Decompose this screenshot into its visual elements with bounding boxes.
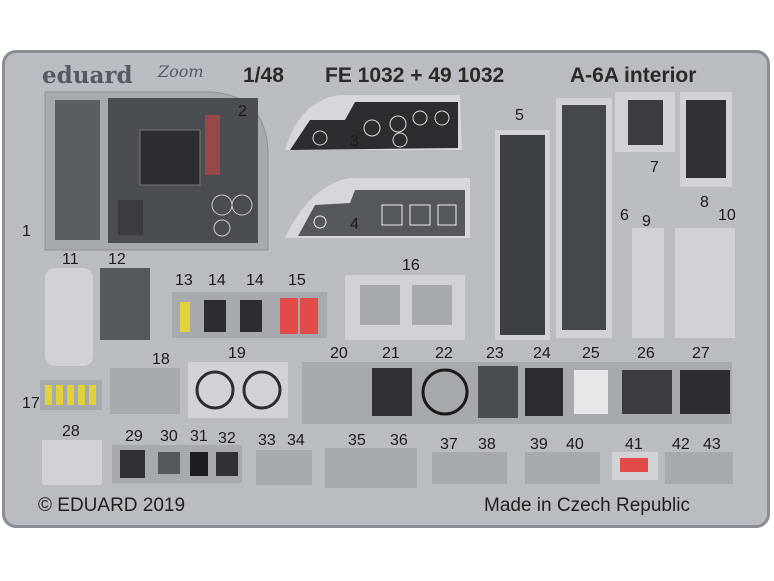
zoom-mark: Zoom xyxy=(158,62,204,81)
part-number-33: 33 xyxy=(258,432,276,449)
part-number-41: 41 xyxy=(625,436,643,453)
part-number-14b: 14 xyxy=(246,272,264,289)
part-number-3: 3 xyxy=(350,133,359,150)
part-number-39: 39 xyxy=(530,436,548,453)
part-37-38 xyxy=(432,452,507,484)
part-number-42: 42 xyxy=(672,436,690,453)
part-42-43 xyxy=(665,452,733,484)
part-9 xyxy=(632,228,664,338)
part-number-13: 13 xyxy=(175,272,193,289)
part-10 xyxy=(675,228,735,338)
part-number-4: 4 xyxy=(350,216,359,233)
product-code: FE 1032 + 49 1032 xyxy=(325,64,505,87)
part-number-31: 31 xyxy=(190,428,208,445)
part-number-6: 6 xyxy=(620,207,629,224)
part-number-43: 43 xyxy=(703,436,721,453)
part-19 xyxy=(188,362,288,418)
part-number-26: 26 xyxy=(637,345,655,362)
part-number-29: 29 xyxy=(125,428,143,445)
part-number-8: 8 xyxy=(700,194,709,211)
copyright-text: © EDUARD 2019 xyxy=(38,495,186,516)
part-33-34 xyxy=(256,450,312,485)
part-28 xyxy=(42,440,102,485)
part-1-2-main-panel xyxy=(44,91,269,251)
part-number-14a: 14 xyxy=(208,272,226,289)
part-number-9: 9 xyxy=(642,213,651,230)
part-number-11: 11 xyxy=(62,251,79,268)
brand-logo: eduard xyxy=(42,62,133,89)
part-12 xyxy=(100,268,150,340)
part-number-20: 20 xyxy=(330,345,348,362)
part-11 xyxy=(45,268,93,366)
part-number-1: 1 xyxy=(22,223,31,240)
part-number-32: 32 xyxy=(218,430,236,447)
part-number-23: 23 xyxy=(486,345,504,362)
part-35-36 xyxy=(325,448,417,488)
part-number-5: 5 xyxy=(515,107,524,124)
part-number-7: 7 xyxy=(650,159,659,176)
made-in-text: Made in Czech Republic xyxy=(484,495,690,516)
part-number-27: 27 xyxy=(692,345,710,362)
scale-label: 1/48 xyxy=(243,64,284,87)
part-number-25: 25 xyxy=(582,345,600,362)
part-number-38: 38 xyxy=(478,436,496,453)
part-number-16: 16 xyxy=(402,257,420,274)
part-number-17: 17 xyxy=(22,395,40,412)
part-number-18: 18 xyxy=(152,351,170,368)
part-number-28: 28 xyxy=(62,423,80,440)
part-number-22: 22 xyxy=(435,345,453,362)
part-number-15: 15 xyxy=(288,272,306,289)
part-number-24: 24 xyxy=(533,345,551,362)
part-number-10: 10 xyxy=(718,207,736,224)
product-title: A-6A interior xyxy=(570,64,697,87)
part-18 xyxy=(110,368,180,414)
part-number-37: 37 xyxy=(440,436,458,453)
part-number-21: 21 xyxy=(382,345,400,362)
part-number-34: 34 xyxy=(287,432,305,449)
part-39-40 xyxy=(525,452,600,484)
part-number-2: 2 xyxy=(238,103,247,120)
part-number-12: 12 xyxy=(108,251,126,268)
part-number-19: 19 xyxy=(228,345,246,362)
part-number-40: 40 xyxy=(566,436,584,453)
part-number-35: 35 xyxy=(348,432,366,449)
part-number-36: 36 xyxy=(390,432,408,449)
part-number-30: 30 xyxy=(160,428,178,445)
